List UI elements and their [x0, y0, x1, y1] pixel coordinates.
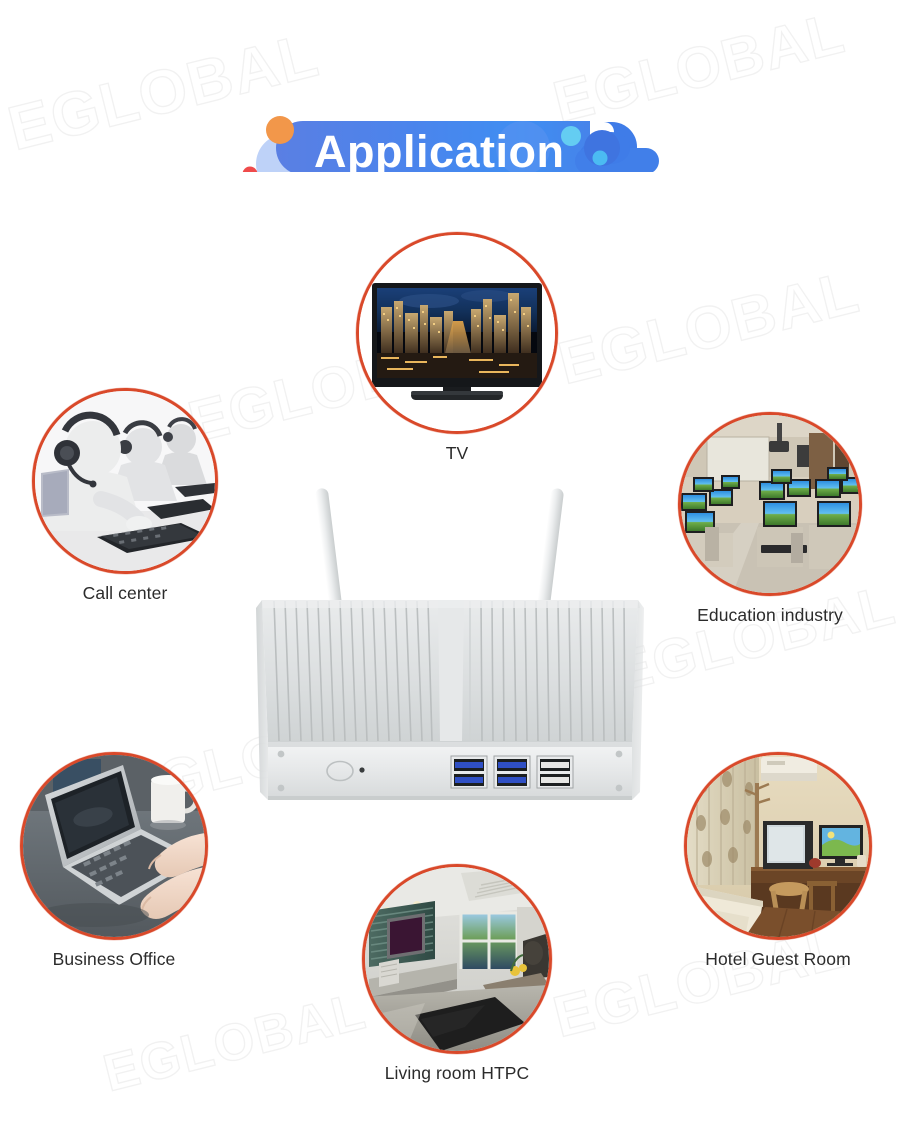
screw [615, 750, 623, 758]
status-led [359, 767, 365, 773]
scenario-call-center[interactable]: Call center [32, 388, 218, 604]
antenna-left [315, 488, 342, 608]
antenna-right [537, 488, 564, 608]
scenario-business-office[interactable]: Business Office [20, 752, 208, 970]
scenario-tv[interactable]: TV [356, 232, 558, 464]
banner-title-text: Application [314, 126, 565, 172]
education-circle-photo [678, 412, 862, 596]
living-room-circle-photo [362, 864, 552, 1054]
product-image-mini-pc [248, 470, 652, 832]
banner-graphic: Application [242, 116, 659, 172]
watermark-text: EGLOBAL [551, 257, 867, 398]
scenario-education[interactable]: Education industry [678, 412, 862, 626]
scenario-label-education: Education industry [697, 605, 843, 625]
heatsink-top [260, 600, 640, 742]
power-button [326, 760, 354, 782]
usb2-port-pair [536, 755, 574, 789]
watermark-text: EGLOBAL [97, 981, 373, 1104]
screw [277, 784, 285, 792]
banner: Application Application [0, 52, 900, 172]
scenario-label-business-office: Business Office [52, 949, 176, 969]
usb3-port-pair-2 [493, 755, 531, 789]
scenario-label-tv: TV [445, 443, 469, 463]
hotel-room-circle-photo [684, 752, 872, 940]
tv-artwork [359, 235, 555, 431]
scenario-living-room[interactable]: Living room HTPC [362, 864, 552, 1084]
tv-circle-photo [356, 232, 558, 434]
mini-pc-illustration [256, 488, 644, 800]
hand-right [148, 833, 205, 878]
screw [615, 784, 623, 792]
scenario-label-call-center: Call center [82, 583, 168, 603]
business-office-circle-photo [20, 752, 208, 940]
screw [277, 750, 285, 758]
front-panel [268, 742, 632, 800]
usb3-port-pair-1 [450, 755, 488, 789]
call-center-circle-photo [32, 388, 218, 574]
scenario-label-living-room: Living room HTPC [384, 1063, 530, 1083]
scenario-label-hotel-room: Hotel Guest Room [705, 949, 851, 969]
mug [150, 775, 199, 830]
scenario-hotel-room[interactable]: Hotel Guest Room [684, 752, 872, 970]
